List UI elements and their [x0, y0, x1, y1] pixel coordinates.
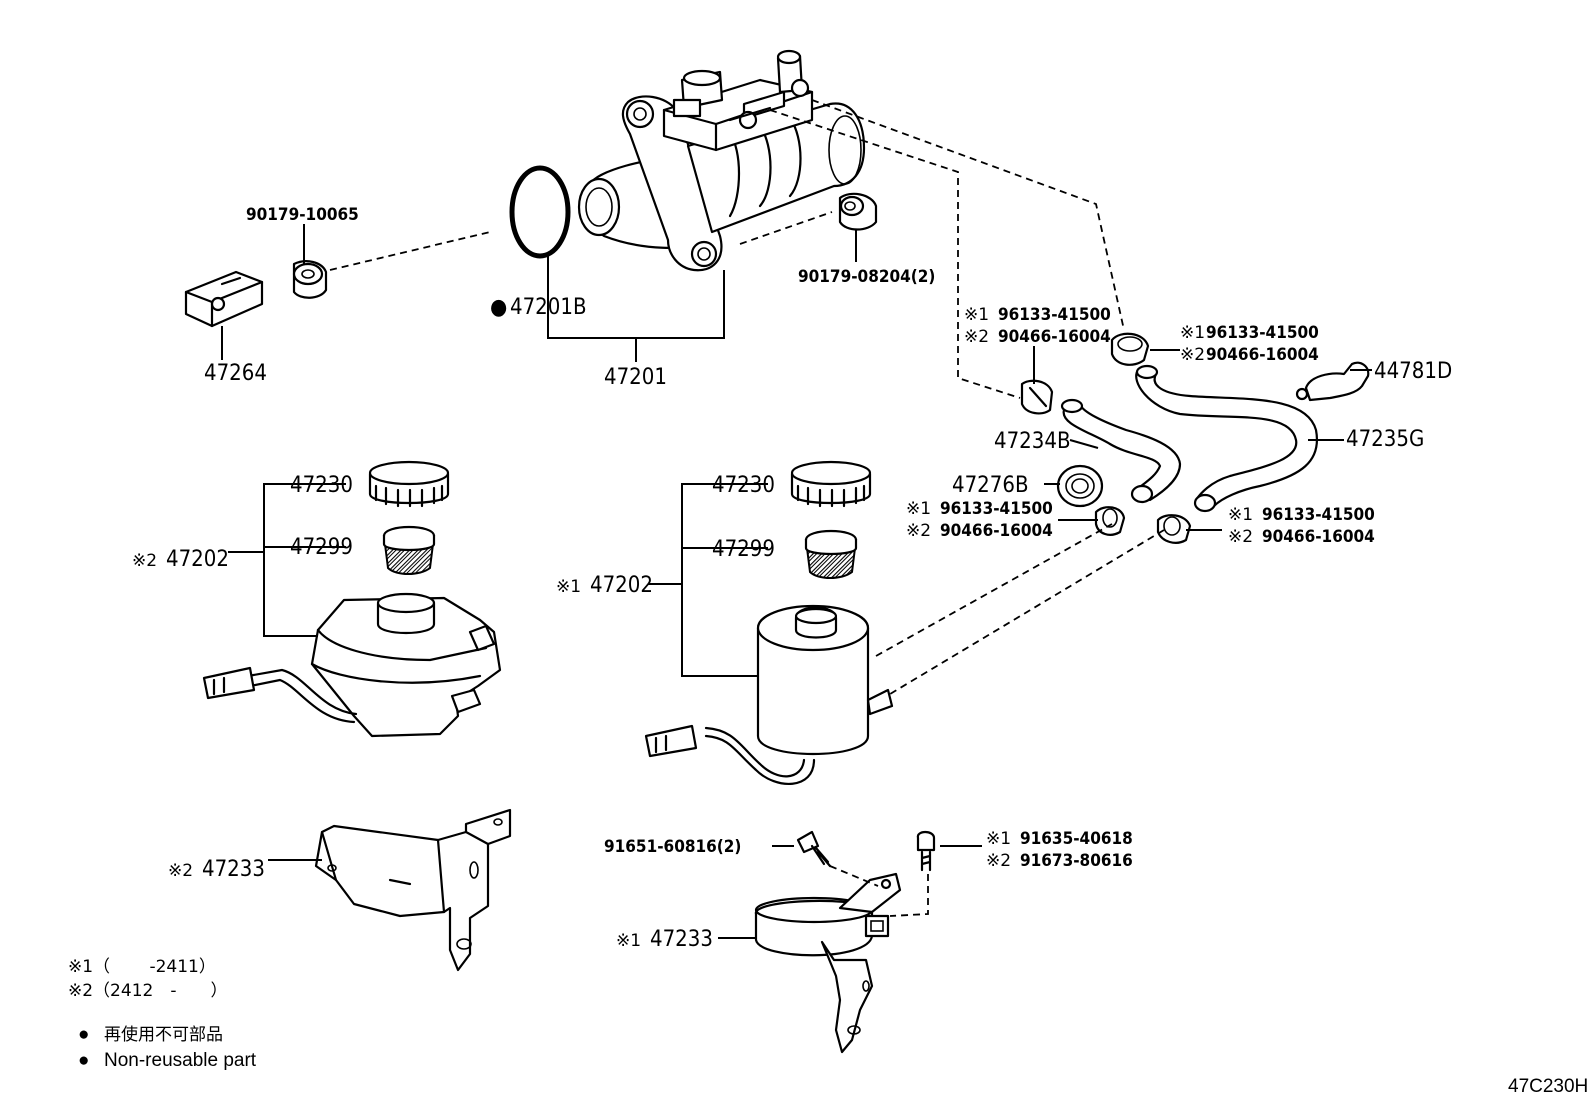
- hose-47234B-drawing: [1060, 398, 1182, 504]
- diagram-code: 47C230H: [1508, 1076, 1588, 1097]
- hose-clamp-drawing: [1110, 332, 1150, 366]
- label-47202-right: 47202: [590, 573, 653, 598]
- label-90179-08204: 90179-08204(2): [798, 267, 935, 287]
- label-91673-80616: 91673-80616: [1020, 851, 1133, 871]
- bolt-91651-drawing: [796, 830, 832, 868]
- label-47264: 47264: [204, 361, 267, 386]
- reservoir-tank-left-drawing: [202, 592, 502, 738]
- label-96133-41500-d: 96133-41500: [1262, 505, 1375, 525]
- footnote-2: ※2（2412 - ）: [68, 981, 227, 1001]
- label-47201: 47201: [604, 365, 667, 390]
- dash-line: [875, 523, 1113, 657]
- grommet-90179-08204-drawing: [838, 192, 878, 231]
- label-47201B: 47201B: [510, 295, 587, 320]
- dash-line: [879, 529, 1165, 701]
- label-44781D: 44781D: [1374, 359, 1452, 384]
- mark-2: ※2: [906, 521, 931, 541]
- label-47233-left: 47233: [202, 857, 265, 882]
- leader-line: [263, 483, 346, 637]
- reservoir-bracket-47233-right-drawing: [754, 872, 902, 1054]
- leader-line: [1069, 439, 1099, 449]
- label-91635-40618: 91635-40618: [1020, 829, 1133, 849]
- dash-line: [829, 865, 879, 887]
- label-47230-left: 47230: [290, 473, 353, 498]
- label-90466-16004-c: 90466-16004: [940, 521, 1053, 541]
- mark-2: ※2: [1180, 345, 1205, 365]
- mark-1: ※1: [1228, 505, 1253, 525]
- dash-line: [739, 211, 833, 245]
- leader-line: [681, 483, 768, 677]
- mark-2: ※2: [132, 551, 157, 571]
- reservoir-cap-47230-right-drawing: [790, 460, 872, 508]
- mark-2: ※2: [964, 327, 989, 347]
- label-96133-41500-a: 96133-41500: [998, 305, 1111, 325]
- o-ring-47201B-drawing: [509, 165, 571, 259]
- legend-text-jp: 再使用不可部品: [104, 1024, 223, 1045]
- legend-dot: ●: [78, 1050, 89, 1071]
- label-47299-right: 47299: [712, 537, 775, 562]
- label-47234B: 47234B: [994, 429, 1071, 454]
- hose-clamp-drawing: [1156, 514, 1192, 544]
- label-96133-41500-c: 96133-41500: [940, 499, 1053, 519]
- reservoir-bracket-47233-left-drawing: [314, 808, 512, 972]
- label-47202-left: 47202: [166, 547, 229, 572]
- label-47299-left: 47299: [290, 535, 353, 560]
- hose-clamp-drawing: [1020, 379, 1054, 415]
- label-91651-60816: 91651-60816(2): [604, 837, 741, 857]
- reservoir-tank-right-drawing: [644, 604, 894, 785]
- mark-2: ※2: [986, 851, 1011, 871]
- strainer-47299-left-drawing: [382, 526, 436, 575]
- label-90466-16004-a: 90466-16004: [998, 327, 1111, 347]
- hose-47235G-drawing: [1135, 364, 1319, 513]
- label-90466-16004-b: 90466-16004: [1206, 345, 1319, 365]
- mark-2: ※2: [1228, 527, 1253, 547]
- grommet-90179-10065-drawing: [292, 260, 328, 299]
- mark-1: ※1: [616, 931, 641, 951]
- label-96133-41500-b: 96133-41500: [1206, 323, 1319, 343]
- mark-1: ※1: [1180, 323, 1205, 343]
- dash-line: [889, 874, 929, 917]
- label-47276B: 47276B: [952, 473, 1029, 498]
- mark-1: ※1: [964, 305, 989, 325]
- strainer-47299-right-drawing: [804, 530, 858, 579]
- label-90179-10065: 90179-10065: [246, 205, 359, 225]
- mark-2: ※2: [168, 861, 193, 881]
- label-47230-right: 47230: [712, 473, 775, 498]
- hose-clamp-drawing: [1094, 506, 1126, 536]
- mark-1: ※1: [906, 499, 931, 519]
- clip-44781D-drawing: [1295, 361, 1370, 402]
- master-cylinder-drawing: [577, 49, 866, 272]
- mark-1: ※1: [986, 829, 1011, 849]
- label-47233-right: 47233: [650, 927, 713, 952]
- dash-line: [769, 109, 1021, 399]
- legend-text-en: Non-reusable part: [104, 1050, 257, 1071]
- reservoir-cap-47230-left-drawing: [368, 460, 450, 508]
- dash-line: [329, 231, 491, 271]
- label-90466-16004-d: 90466-16004: [1262, 527, 1375, 547]
- non-reusable-dot: ●: [490, 295, 507, 320]
- legend-dot: ●: [78, 1024, 89, 1045]
- mark-1: ※1: [556, 577, 581, 597]
- label-47235G: 47235G: [1346, 427, 1424, 452]
- footnote-1: ※1（ -2411）: [68, 957, 216, 977]
- dash-line: [811, 99, 1125, 331]
- bracket-47264-drawing: [184, 270, 264, 328]
- seal-47276B-drawing: [1056, 464, 1104, 508]
- bolt-91635-drawing: [916, 830, 936, 872]
